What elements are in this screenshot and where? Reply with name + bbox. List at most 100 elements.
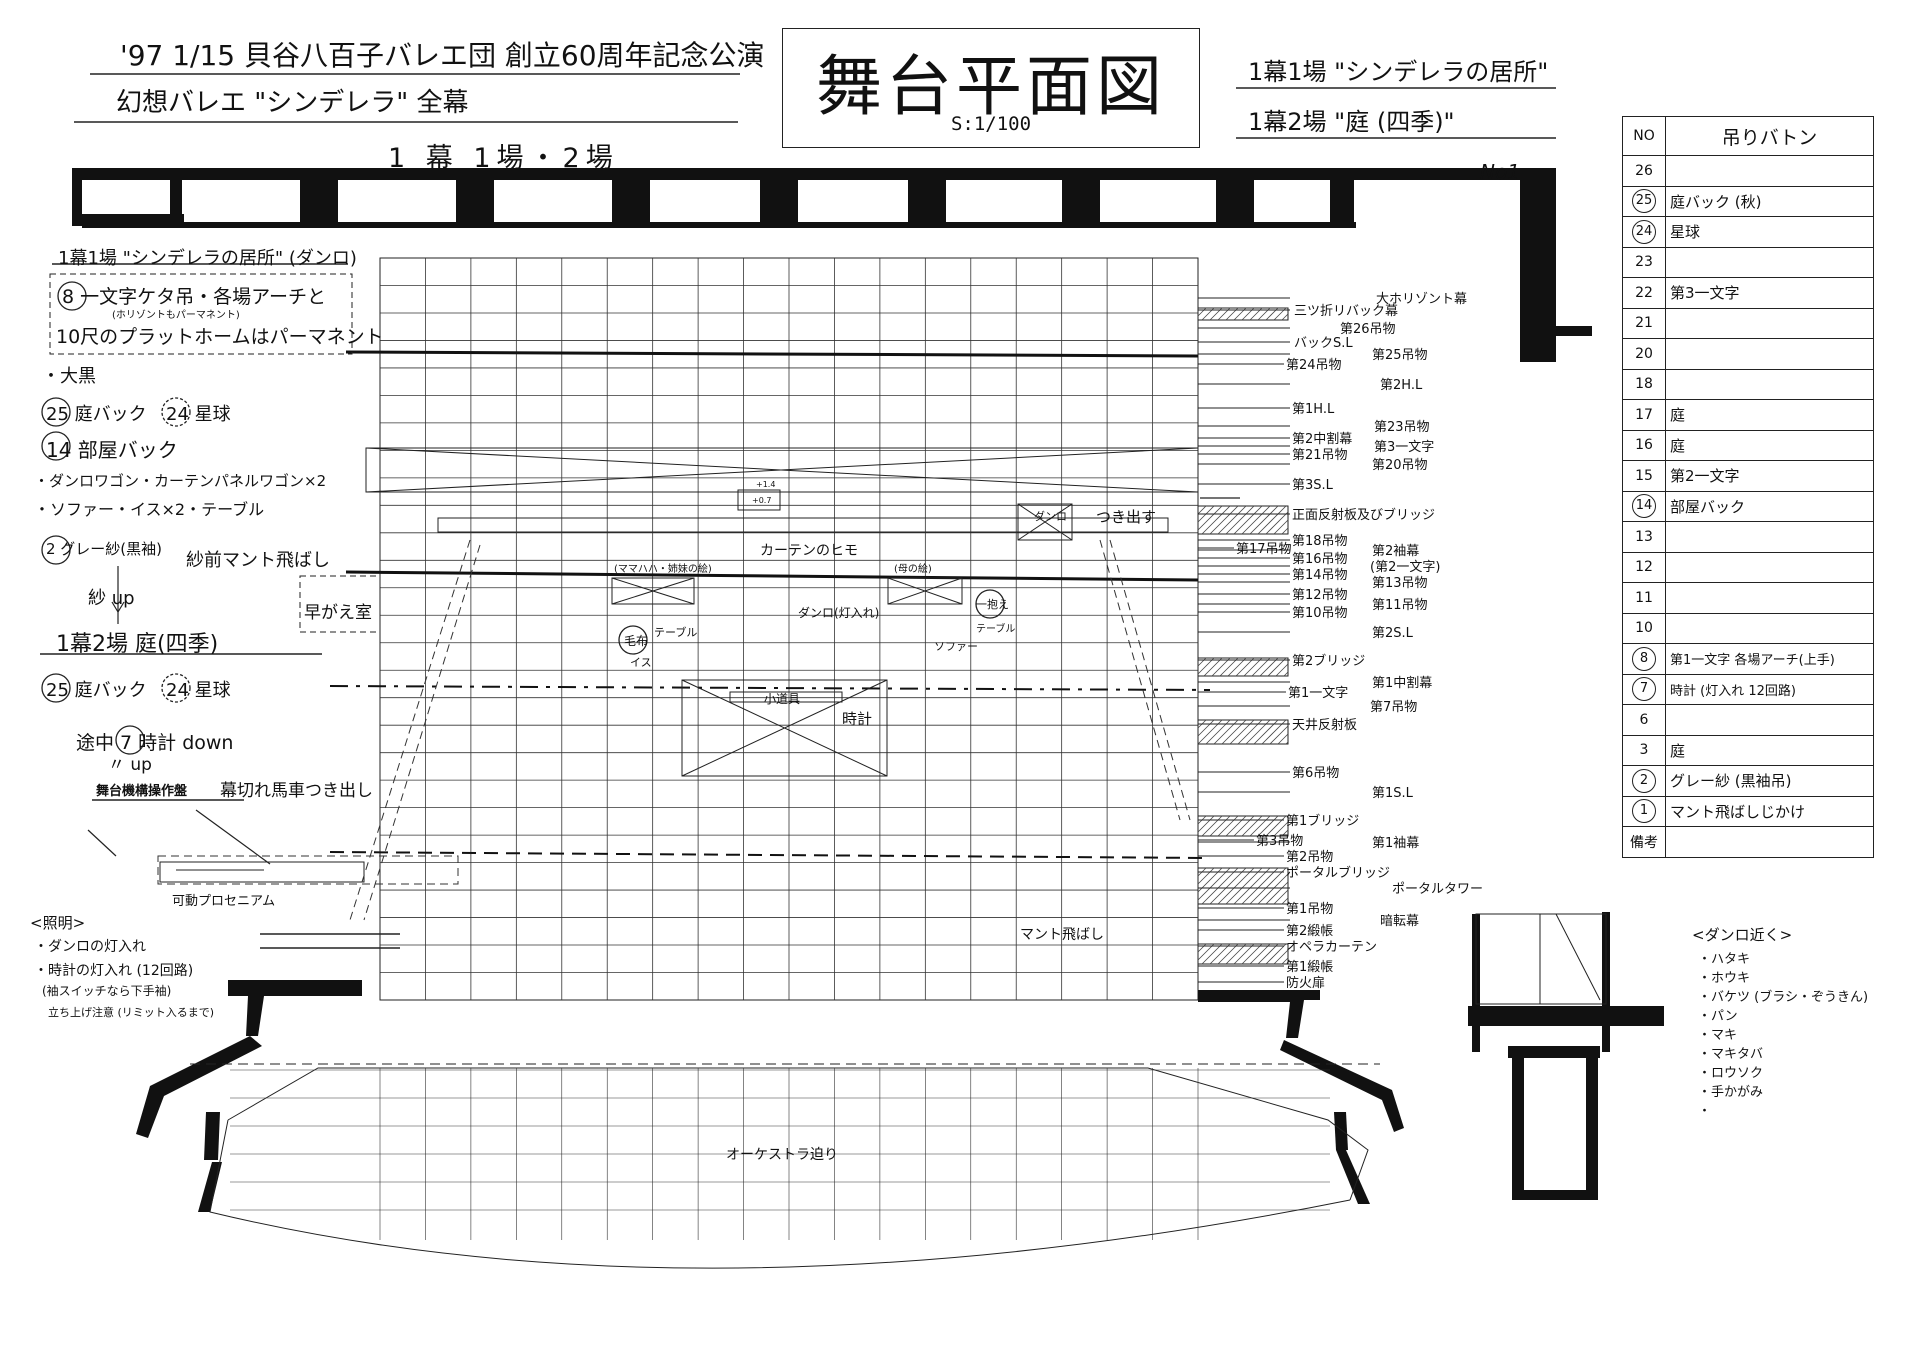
rigging-label: 暗転幕 xyxy=(1380,914,1420,929)
rigging-label: 防火扉 xyxy=(1286,976,1326,991)
baton-row: 8 第1一文字 各場アーチ(上手) xyxy=(1622,643,1874,675)
baton-name: 第1一文字 各場アーチ(上手) xyxy=(1665,643,1874,675)
rigging-label: 第16吊物 xyxy=(1292,552,1348,567)
prop-item: ・ホウキ xyxy=(1698,971,1751,986)
scene-1-title: 1幕1場 "シンデレラの居所" xyxy=(1248,58,1549,86)
note-clock-down: 途中 7 時計 down xyxy=(76,732,234,754)
baton-name xyxy=(1665,307,1874,339)
header-line1: '97 1/15 貝谷八百子バレエ団 創立60周年記念公演 xyxy=(120,39,765,72)
baton-name: 星球 xyxy=(1665,216,1874,248)
rigging-label: ポータルタワー xyxy=(1392,882,1484,897)
note-mant: 紗前マント飛ばし xyxy=(186,550,330,571)
note-sha-up: 紗 up xyxy=(88,588,135,609)
lighting-item-4: 立ち上げ注意 (リミット入るまで) xyxy=(48,1006,215,1019)
circled-number: 14 xyxy=(1632,494,1656,519)
label-wall-painting: (ママハハ・姉妹の絵) xyxy=(614,564,712,575)
baton-name: 第2一文字 xyxy=(1665,460,1874,492)
rigging-label: 第12吊物 xyxy=(1292,588,1348,603)
title-box: 舞台平面図 S:1/100 xyxy=(782,28,1200,148)
proscenium-label: 可動プロセニアム xyxy=(172,894,276,909)
baton-row: 14 部屋バック xyxy=(1622,490,1874,522)
prop-item: ・マキ xyxy=(1698,1028,1738,1043)
baton-row: 20 xyxy=(1622,338,1874,370)
rigging-label: 第14吊物 xyxy=(1292,568,1348,583)
rigging-label: オペラカーテン xyxy=(1286,940,1378,955)
baton-row: 12 xyxy=(1622,551,1874,583)
rigging-label: 第10吊物 xyxy=(1292,606,1348,621)
rigging-label: 三ツ折リバック幕 xyxy=(1294,304,1399,319)
page-title: 舞台平面図 xyxy=(816,48,1166,125)
rigging-label: 第18吊物 xyxy=(1292,534,1348,549)
baton-no: 15 xyxy=(1622,460,1666,492)
boxed-note-2: 10尺のプラットホームはパーマネント xyxy=(56,326,384,348)
circled-number: 25 xyxy=(1632,189,1656,214)
header-batons: 吊りバトン xyxy=(1665,116,1874,156)
label-push-out: つき出す xyxy=(1096,508,1157,526)
sheet-number: No1 xyxy=(1480,160,1520,184)
baton-name xyxy=(1665,826,1874,858)
baton-row: 13 xyxy=(1622,521,1874,553)
rigging-label: 第13吊物 xyxy=(1372,576,1428,591)
prop-item: ・バケツ (ブラシ・ぞうきん) xyxy=(1698,990,1869,1005)
lighting-heading: <照明> xyxy=(30,914,86,932)
label-sofa: ソファー xyxy=(934,640,978,653)
operation-panel-note: 幕切れ馬車つき出し xyxy=(220,781,373,801)
scene2-item-24: 24 星球 xyxy=(166,680,231,701)
rigging-label: 第2緞帳 xyxy=(1286,924,1334,939)
baton-name xyxy=(1665,246,1874,278)
props-heading: <ダンロ近く> xyxy=(1692,926,1793,944)
baton-no: 7 xyxy=(1622,673,1666,705)
baton-row: 10 xyxy=(1622,612,1874,644)
circled-number: 8 xyxy=(1632,646,1656,671)
rigging-label: 第1ブリッジ xyxy=(1286,814,1360,829)
prop-item: ・パン xyxy=(1698,1009,1738,1024)
rigging-label: 第1H.L xyxy=(1292,402,1335,417)
note-item-24: 24 星球 xyxy=(166,404,231,425)
label-mant-tobashi: マント飛ばし xyxy=(1020,927,1104,943)
lighting-item-2: ・時計の灯入れ (12回路) xyxy=(34,963,194,979)
baton-no: 21 xyxy=(1622,307,1666,339)
prop-item: ・ xyxy=(1698,1104,1712,1119)
rigging-label: 第20吊物 xyxy=(1372,458,1428,473)
baton-no: 18 xyxy=(1622,368,1666,400)
baton-name xyxy=(1665,704,1874,736)
baton-name xyxy=(1665,582,1874,614)
scene-2-title: 1幕2場 "庭 (四季)" xyxy=(1248,108,1455,136)
rigging-label: 第3吊物 xyxy=(1256,834,1304,849)
circled-number: 24 xyxy=(1632,219,1656,244)
baton-no: 20 xyxy=(1622,338,1666,370)
rigging-label: 第2中割幕 xyxy=(1292,432,1353,447)
baton-no: 17 xyxy=(1622,399,1666,431)
note-item-25: 25 庭バック xyxy=(46,404,147,425)
note-hayagae: 早がえ室 xyxy=(304,603,372,623)
baton-no: 24 xyxy=(1622,216,1666,248)
rigging-label: 天井反射板 xyxy=(1292,718,1358,733)
baton-name xyxy=(1665,338,1874,370)
prop-item: ・ロウソク xyxy=(1698,1066,1764,1081)
baton-no: 26 xyxy=(1622,155,1666,187)
baton-no: 22 xyxy=(1622,277,1666,309)
label-height-07: +0.7 xyxy=(752,496,772,505)
operation-panel-label: 舞台機構操作盤 xyxy=(96,784,188,799)
rigging-label: バックS.L xyxy=(1294,336,1353,351)
rigging-label: 第1中割幕 xyxy=(1372,676,1433,691)
baton-row: 6 xyxy=(1622,704,1874,736)
rigging-label: 第24吊物 xyxy=(1286,358,1342,373)
baton-no: 16 xyxy=(1622,429,1666,461)
baton-name xyxy=(1665,155,1874,187)
rigging-label: 第2H.L xyxy=(1380,378,1423,393)
baton-no: 備考 xyxy=(1622,826,1666,858)
baton-row: 備考 xyxy=(1622,826,1874,858)
baton-name: 庭 xyxy=(1665,399,1874,431)
baton-name: 部屋バック xyxy=(1665,490,1874,522)
rigging-label: 第1S.L xyxy=(1372,786,1413,801)
rigging-label: 第1袖幕 xyxy=(1372,836,1420,851)
circled-number: 2 xyxy=(1632,768,1656,793)
rigging-label: 第6吊物 xyxy=(1292,766,1340,781)
baton-row: 21 xyxy=(1622,307,1874,339)
rigging-label: 第2S.L xyxy=(1372,626,1413,641)
